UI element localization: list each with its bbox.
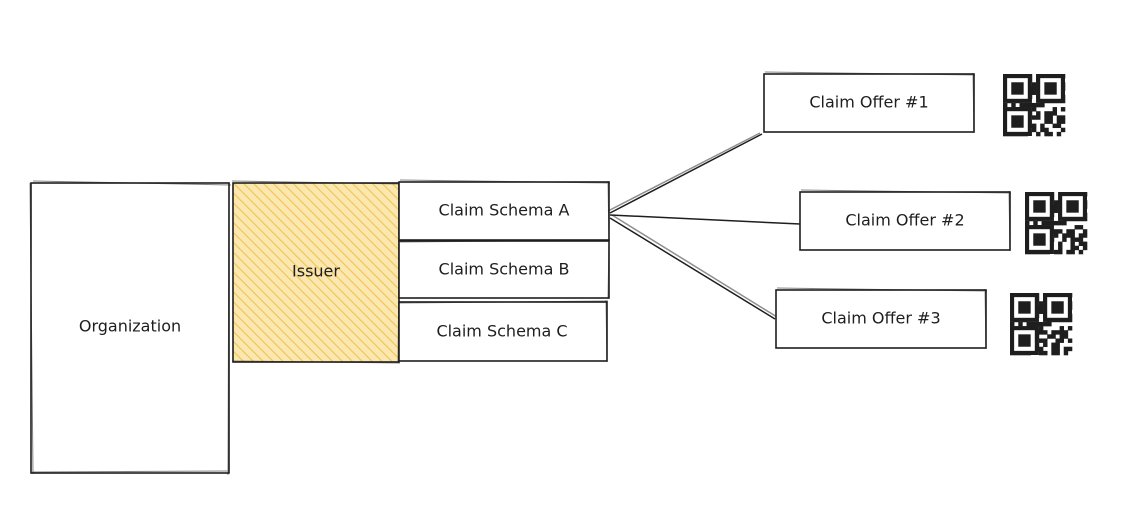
organization-label: Organization: [79, 317, 181, 336]
connector-schema-a-offer-2: [609, 214, 801, 225]
claim-offer-3-label: Claim Offer #3: [821, 309, 940, 328]
qr-code-icon: [1003, 74, 1066, 137]
claim-schema-a-node: Claim Schema A: [398, 179, 611, 242]
qr-code-icon: [1010, 293, 1073, 356]
claim-schema-b-label: Claim Schema B: [439, 260, 570, 279]
claim-offer-2-node: Claim Offer #2: [799, 189, 1012, 252]
connector-schema-a-offer-1: [609, 133, 763, 214]
connectors: [607, 132, 801, 320]
connector-schema-a-offer-1-sketch: [607, 132, 761, 212]
claim-schema-c-label: Claim Schema C: [436, 322, 567, 341]
claim-schema-a-label: Claim Schema A: [439, 201, 570, 220]
claim-schema-b-node: Claim Schema B: [398, 239, 611, 300]
connector-schema-a-offer-3: [609, 217, 776, 320]
organization-node: Organization: [29, 180, 232, 476]
claim-offer-1-node: Claim Offer #1: [763, 71, 976, 134]
connector-schema-a-offer-3-sketch: [611, 214, 778, 318]
claim-offer-3-node: Claim Offer #3: [775, 287, 988, 350]
issuer-node: Issuer: [231, 180, 402, 364]
issuer-label: Issuer: [292, 262, 340, 281]
claim-offer-2-label: Claim Offer #2: [845, 211, 964, 230]
qr-code-icon: [1025, 192, 1088, 255]
claim-schema-c-node: Claim Schema C: [397, 299, 609, 363]
claim-offer-1-label: Claim Offer #1: [809, 93, 928, 112]
